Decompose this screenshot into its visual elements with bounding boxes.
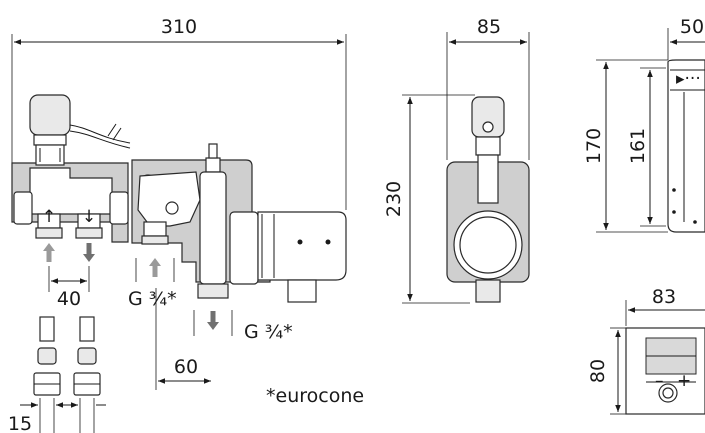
dimension-cover-height: 170 xyxy=(583,128,605,164)
cable-break-mark xyxy=(107,123,117,137)
connection-nut-outlet xyxy=(75,227,103,239)
mixing-valve-outlet xyxy=(143,221,167,237)
side-view: 85 230 xyxy=(383,16,530,304)
right-port-fitting xyxy=(109,191,129,225)
side-actuator-nut xyxy=(475,136,501,156)
pump-terminal-box xyxy=(287,279,317,303)
dimension-bottom-height: 80 xyxy=(587,359,609,383)
side-pump-ring xyxy=(459,216,517,274)
outlet-nut xyxy=(197,283,229,299)
air-vent xyxy=(205,157,221,173)
actuator-collar xyxy=(33,134,67,146)
actuator-head xyxy=(29,94,71,136)
compression-ring xyxy=(77,347,97,365)
actuator-nut xyxy=(35,144,65,166)
pump-flange xyxy=(229,211,259,285)
dimension-side-height: 230 xyxy=(383,181,405,217)
flow-out-arrow-icon xyxy=(83,243,95,262)
dimension-cover-inner: 161 xyxy=(627,128,649,164)
inlet-flow-arrow-icon xyxy=(149,258,161,277)
mixing-valve-body xyxy=(137,171,201,227)
cover-screw xyxy=(672,210,676,214)
cover-screw xyxy=(672,188,676,192)
pump-motor xyxy=(257,211,347,281)
side-outlet-nut xyxy=(475,279,501,303)
inlet-thread-label: G ¾* xyxy=(128,288,177,310)
actuator-cable xyxy=(69,124,131,144)
cover-indicator-icon: ▸··· xyxy=(676,69,701,89)
outlet-flow-arrow-icon xyxy=(207,311,219,330)
air-vent-cap xyxy=(208,143,218,159)
support-sleeve xyxy=(39,316,55,342)
minus-icon: – xyxy=(655,371,664,391)
bottom-knob-inner xyxy=(662,387,674,399)
connection-nut-inlet xyxy=(35,227,63,239)
mixing-valve-nut xyxy=(141,235,169,245)
dimension-pipe-size: 15 xyxy=(8,413,32,433)
mixing-valve-screw xyxy=(165,201,179,215)
vertical-flow-pipe xyxy=(199,171,227,285)
cover-screw xyxy=(693,220,697,224)
bottom-view: 83 80 – + xyxy=(587,286,705,415)
cable-break-mark xyxy=(112,127,122,141)
side-valve-stem xyxy=(477,154,499,204)
plus-icon: + xyxy=(677,371,691,391)
footnote-eurocone: *eurocone xyxy=(266,385,364,407)
compression-ring xyxy=(37,347,57,365)
dimension-bottom-width: 83 xyxy=(652,286,676,308)
outlet-thread-label: G ¾* xyxy=(244,321,293,343)
dimension-cover-width: 50 xyxy=(680,16,704,38)
flow-in-arrow-icon xyxy=(43,243,55,262)
controller-view: 50 170 161 ▸··· xyxy=(583,16,705,233)
pump-dot xyxy=(297,239,303,245)
left-port-fitting xyxy=(13,191,33,225)
dimension-connection-spacing: 40 xyxy=(57,288,81,310)
pump-dot xyxy=(325,239,331,245)
pipe-connection-set: 15 xyxy=(8,316,106,433)
dimension-outlet-offset: 60 xyxy=(174,356,198,378)
arrow-up-icon: ↑ xyxy=(42,207,56,227)
arrow-down-icon: ↓ xyxy=(82,207,96,227)
front-view: 310 ↑ ↓ 40 xyxy=(11,16,347,390)
support-sleeve xyxy=(79,316,95,342)
cover-panel xyxy=(667,59,705,233)
side-actuator-dot xyxy=(482,121,494,133)
actuator-cable xyxy=(69,130,131,149)
dimension-side-width: 85 xyxy=(477,16,501,38)
dimension-front-width: 310 xyxy=(161,16,197,38)
